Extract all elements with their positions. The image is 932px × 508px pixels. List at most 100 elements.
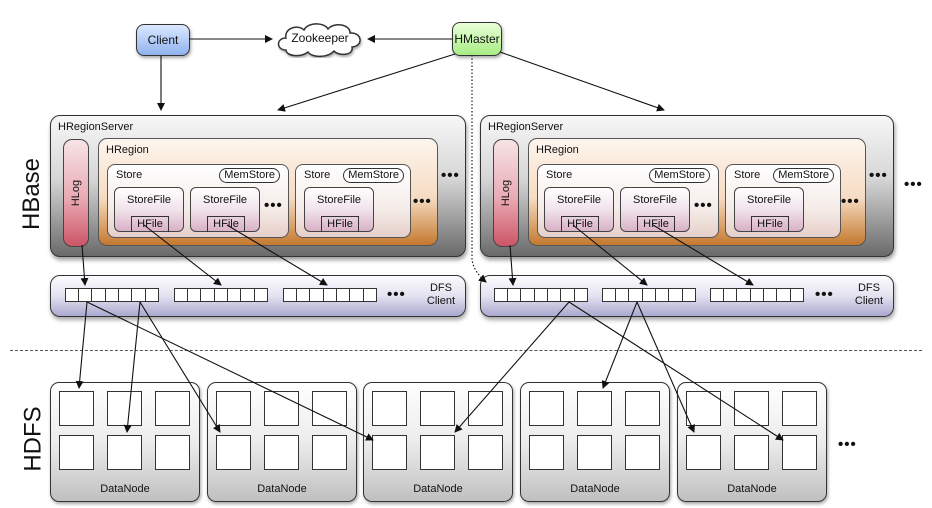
hfile[interactable]: HFile <box>751 216 789 232</box>
hlog-2[interactable]: HLog <box>493 139 519 247</box>
block <box>493 288 509 302</box>
memstore[interactable]: MemStore <box>773 168 834 183</box>
data-block <box>468 435 503 470</box>
ellipsis-icon: ••• <box>387 286 406 303</box>
region-server-1[interactable]: HRegionServer HLog HRegion Store MemStor… <box>50 115 466 257</box>
data-block <box>264 435 299 470</box>
ellipsis-icon: ••• <box>264 197 283 214</box>
storefile[interactable]: StoreFile HFile <box>304 187 374 232</box>
block-list <box>601 288 697 302</box>
dfs-client-label: DFS Client <box>855 282 883 308</box>
block <box>322 288 338 302</box>
zookeeper-node[interactable]: Zookeeper <box>272 20 368 58</box>
data-block <box>468 391 503 426</box>
memstore[interactable]: MemStore <box>649 168 710 183</box>
block <box>533 288 549 302</box>
hregion-1[interactable]: HRegion Store MemStore StoreFile HFile S… <box>98 138 438 246</box>
block <box>64 288 80 302</box>
data-block <box>734 435 769 470</box>
datanode-2[interactable]: DataNode <box>207 382 357 502</box>
memstore[interactable]: MemStore <box>219 168 280 183</box>
ellipsis-icon: ••• <box>815 286 834 303</box>
store-title: Store <box>546 169 573 181</box>
client-label: Client <box>147 33 179 47</box>
ellipsis-icon: ••• <box>838 436 857 453</box>
zookeeper-label: Zookeeper <box>291 31 349 45</box>
memstore[interactable]: MemStore <box>343 168 404 183</box>
region-server-2[interactable]: HRegionServer HLog HRegion Store MemStor… <box>480 115 894 257</box>
hlog-1[interactable]: HLog <box>63 139 89 247</box>
store-1-2[interactable]: Store MemStore StoreFile HFile <box>295 164 411 238</box>
storefile[interactable]: StoreFile HFile <box>544 187 614 232</box>
data-block <box>420 435 455 470</box>
hmaster-node[interactable]: HMaster <box>452 22 502 56</box>
storefile-label: StoreFile <box>746 194 792 206</box>
block <box>507 288 522 302</box>
datanode-1[interactable]: DataNode <box>50 382 200 502</box>
datanode-4[interactable]: DataNode <box>520 382 670 502</box>
block <box>789 288 805 302</box>
data-block <box>155 435 190 470</box>
block <box>349 288 364 302</box>
storefile-label: StoreFile <box>556 194 602 206</box>
block-list <box>282 288 378 302</box>
datanode-5[interactable]: DataNode <box>677 382 827 502</box>
hfile[interactable]: HFile <box>207 216 245 232</box>
storefile-label: StoreFile <box>632 194 678 206</box>
storefile[interactable]: StoreFile HFile <box>620 187 690 232</box>
storefile-label: StoreFile <box>202 194 248 206</box>
data-block <box>59 391 94 426</box>
block <box>282 288 298 302</box>
arrow-hmaster-rs2 <box>499 51 665 112</box>
data-block <box>372 391 407 426</box>
hfile[interactable]: HFile <box>561 216 599 232</box>
region-server-title: HRegionServer <box>58 121 134 133</box>
dfs-label-line2: Client <box>426 295 455 307</box>
store-1-1[interactable]: Store MemStore StoreFile HFile StoreFile… <box>107 164 289 238</box>
storefile[interactable]: StoreFile HFile <box>190 187 260 232</box>
dfs-label-line2: Client <box>854 295 883 307</box>
block <box>723 288 738 302</box>
block <box>641 288 657 302</box>
block <box>628 288 643 302</box>
block <box>560 288 575 302</box>
client-node[interactable]: Client <box>136 24 190 56</box>
store-2-2[interactable]: Store MemStore StoreFile HFile <box>725 164 841 238</box>
block <box>118 288 133 302</box>
hfile[interactable]: HFile <box>131 216 169 232</box>
storefile-label: StoreFile <box>316 194 362 206</box>
hfile[interactable]: HFile <box>321 216 359 232</box>
dfs-client-2[interactable]: ••• DFS Client <box>480 275 894 317</box>
data-block <box>529 435 564 470</box>
block <box>227 288 242 302</box>
hlog-label: HLog <box>70 179 82 207</box>
data-block <box>734 391 769 426</box>
hregion-title: HRegion <box>536 144 579 156</box>
data-block <box>155 391 190 426</box>
storefile[interactable]: StoreFile HFile <box>114 187 184 232</box>
dfs-client-1[interactable]: ••• DFS Client <box>50 275 466 317</box>
data-block <box>529 391 564 426</box>
block <box>655 288 670 302</box>
data-block <box>420 391 455 426</box>
block <box>573 288 589 302</box>
ellipsis-icon: ••• <box>869 167 888 184</box>
data-block <box>312 391 347 426</box>
data-block <box>625 391 660 426</box>
ellipsis-icon: ••• <box>413 193 432 210</box>
dfs-label-line1: DFS <box>429 282 452 294</box>
block <box>173 288 189 302</box>
hmaster-label: HMaster <box>454 32 500 46</box>
block <box>104 288 120 302</box>
hfile[interactable]: HFile <box>637 216 675 232</box>
data-block <box>216 391 251 426</box>
store-2-1[interactable]: Store MemStore StoreFile HFile StoreFile… <box>537 164 719 238</box>
storefile[interactable]: StoreFile HFile <box>734 187 804 232</box>
datanode-label: DataNode <box>570 483 620 495</box>
block <box>200 288 215 302</box>
datanode-3[interactable]: DataNode <box>363 382 513 502</box>
block <box>668 288 683 302</box>
data-block <box>782 391 817 426</box>
hregion-2[interactable]: HRegion Store MemStore StoreFile HFile S… <box>528 138 866 246</box>
block <box>736 288 751 302</box>
